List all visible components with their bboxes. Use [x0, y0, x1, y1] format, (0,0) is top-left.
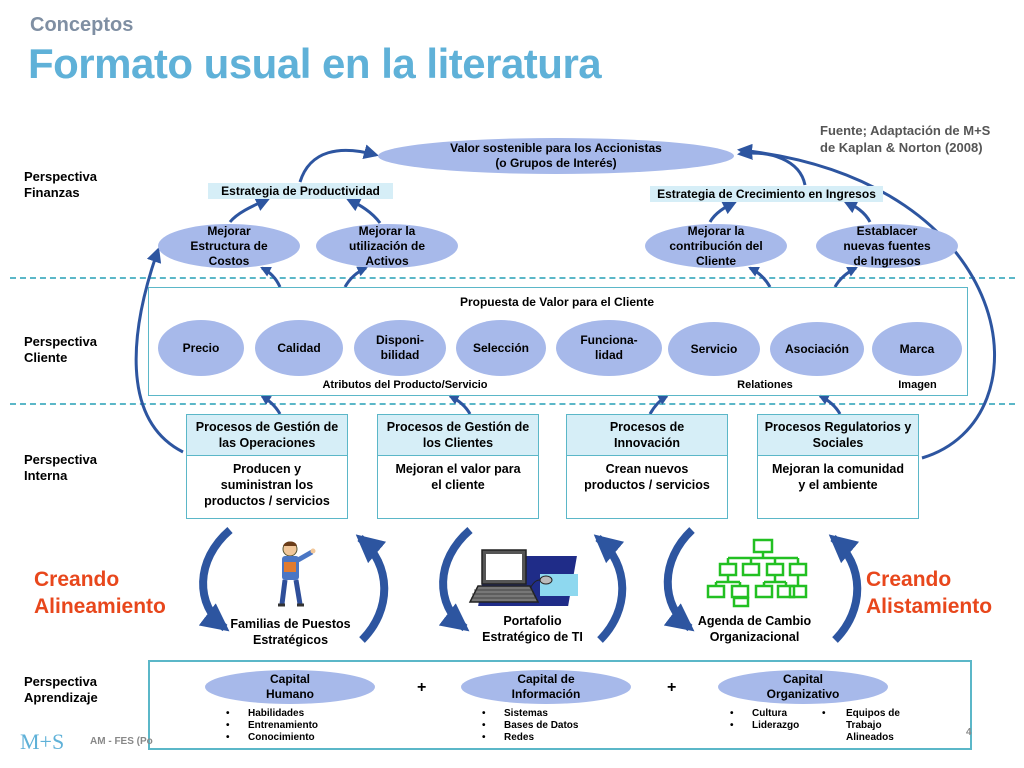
creating-readiness-label: Creando Alistamiento: [866, 568, 993, 618]
list-item: Habilidades: [226, 708, 318, 720]
list-item: Cultura: [730, 708, 799, 720]
arrow-clients-to-customer: [448, 394, 472, 415]
attribute-selection: Selección: [456, 320, 546, 376]
arrow-cycle-3-right: [828, 534, 862, 643]
perspective-label-finance: Perspectiva Finanzas: [24, 169, 97, 200]
capital-organizational: Capital Organizativo: [718, 670, 888, 704]
bullet-marker: •: [822, 708, 826, 719]
process-regulatory: Procesos Regulatorios y Sociales Mejoran…: [757, 414, 919, 519]
band-growth-strategy: Estrategia de Crecimiento en Ingresos: [650, 186, 883, 202]
list-item: Sistemas: [482, 708, 578, 720]
list-org-capital-a: Cultura Liderazgo: [730, 708, 799, 732]
attribute-service: Servicio: [668, 322, 760, 376]
list-item: Equipos de Trabajo Alineados: [846, 708, 900, 743]
arrow-cycle-2-right: [593, 534, 627, 643]
person-illustration-icon: [278, 541, 316, 607]
objective-customer-contribution: Mejorar la contribución del Cliente: [645, 224, 787, 268]
attribute-functionality: Funciona- lidad: [556, 320, 662, 376]
list-item: Liderazgo: [730, 720, 799, 732]
arrow-reg-to-customer: [818, 394, 842, 415]
capital-human: Capital Humano: [205, 670, 375, 704]
separator-customer-internal: [10, 403, 1015, 405]
page-title: Formato usual en la literatura: [28, 40, 602, 87]
ellipse-sustainable-value: Valor sostenible para los Accionistas (o…: [378, 138, 734, 174]
label-relations: Relationes: [737, 379, 793, 391]
arrow-frame-to-revenue: [833, 266, 858, 288]
creating-alignment-label: Creando Alineamiento: [34, 568, 166, 618]
perspective-label-internal: Perspectiva Interna: [24, 452, 97, 483]
arrow-cycle-1-right: [355, 534, 389, 643]
process-innovation-desc: Crean nuevos productos / servicios: [584, 462, 710, 492]
arrow-cycle-2-left: [438, 526, 473, 632]
capital-information: Capital de Información: [461, 670, 631, 704]
attribute-brand: Marca: [872, 322, 962, 376]
list-item: Conocimiento: [226, 732, 318, 744]
process-clients-desc: Mejoran el valor para el cliente: [395, 462, 521, 492]
arrow-frame-to-contribution: [748, 266, 772, 288]
arrow-loop-left: [134, 247, 184, 454]
arrow-contribution-to-growth: [708, 200, 738, 223]
process-clients: Procesos de Gestión de los Clientes Mejo…: [377, 414, 539, 519]
objective-new-revenue: Establacer nuevas fuentes de Ingresos: [816, 224, 958, 268]
process-innovation: Procesos de Innovación Crean nuevos prod…: [566, 414, 728, 519]
computer-illustration-icon: [468, 549, 578, 606]
caption-change-agenda: Agenda de Cambio Organizacional: [697, 614, 812, 644]
list-item: Redes: [482, 732, 578, 744]
customer-value-frame: [148, 287, 968, 396]
process-operations-title: Procesos de Gestión de las Operaciones: [187, 415, 347, 456]
arrow-cycle-3-left: [663, 527, 695, 632]
plus-sign-2: +: [667, 679, 677, 696]
list-information-capital: Sistemas Bases de Datos Redes: [482, 708, 578, 744]
process-operations-desc: Producen y suministran los productos / s…: [204, 462, 330, 508]
objective-cost-structure: Mejorar Estructura de Costos: [158, 224, 300, 268]
source-note: Fuente; Adaptación de M+S de Kaplan & No…: [820, 123, 991, 155]
logo: M+S: [20, 729, 65, 754]
process-regulatory-title: Procesos Regulatorios y Sociales: [758, 415, 918, 456]
label-product-attributes: Atributos del Producto/Servicio: [322, 379, 488, 391]
list-human-capital: Habilidades Entrenamiento Conocimiento: [226, 708, 318, 744]
list-item: Entrenamiento: [226, 720, 318, 732]
page-number: 4: [966, 727, 972, 738]
perspective-label-customer: Perspectiva Cliente: [24, 334, 97, 365]
attribute-availability: Disponi- bilidad: [354, 320, 446, 376]
org-chart-illustration-icon: [706, 538, 808, 608]
attribute-quality: Calidad: [255, 320, 343, 376]
process-operations: Procesos de Gestión de las Operaciones P…: [186, 414, 348, 519]
arrow-cost-to-productivity: [228, 197, 271, 223]
attribute-price: Precio: [158, 320, 244, 376]
section-subtitle: Conceptos: [30, 14, 134, 36]
caption-job-families: Familias de Puestos Estratégicos: [230, 617, 351, 647]
arrow-productivity-to-goal: [298, 144, 379, 183]
separator-finance-customer: [10, 277, 1015, 279]
list-org-capital-b: • Equipos de Trabajo Alineados: [822, 708, 900, 744]
caption-it-portfolio: Portafolio Estratégico de TI: [482, 614, 583, 644]
value-proposition-title: Propuesta de Valor para el Cliente: [459, 295, 655, 309]
arrow-revenue-to-growth: [842, 199, 872, 223]
arrow-assets-to-productivity: [345, 197, 382, 224]
arrow-frame-to-cost: [260, 266, 282, 288]
plus-sign-1: +: [417, 679, 427, 696]
objective-asset-utilization: Mejorar la utilización de Activos: [316, 224, 458, 268]
footer-text: AM - FES (Po: [90, 736, 153, 747]
arrow-frame-to-assets: [343, 266, 368, 288]
arrow-ops-to-customer: [260, 394, 282, 415]
list-item: Bases de Datos: [482, 720, 578, 732]
process-regulatory-desc: Mejoran la comunidad y el ambiente: [772, 462, 904, 492]
label-image: Imagen: [898, 379, 937, 391]
learning-frame: [148, 660, 972, 750]
attribute-association: Asociación: [770, 322, 864, 376]
process-clients-title: Procesos de Gestión de los Clientes: [378, 415, 538, 456]
process-innovation-title: Procesos de Innovación: [567, 415, 727, 456]
perspective-label-learning: Perspectiva Aprendizaje: [24, 674, 98, 705]
band-productivity-strategy: Estrategia de Productividad: [208, 183, 393, 199]
arrow-cycle-1-left: [198, 526, 233, 632]
arrow-innov-to-customer: [648, 394, 669, 415]
arrow-loop-right: [737, 143, 996, 460]
